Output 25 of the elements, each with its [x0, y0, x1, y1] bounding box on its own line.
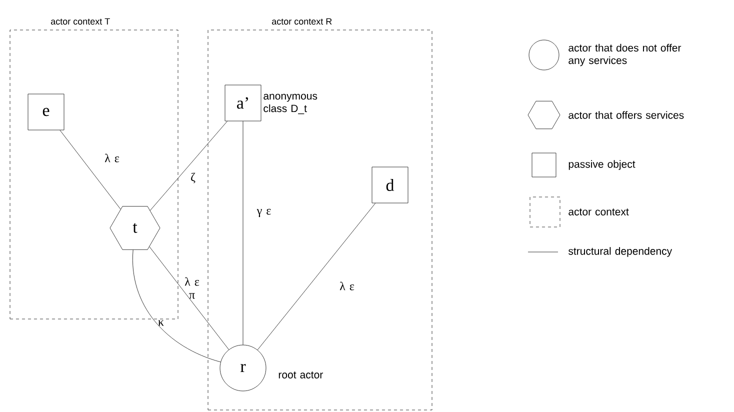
edge-label: κ: [158, 320, 164, 326]
passive-object-box: d: [372, 166, 408, 204]
edge-label: λ ε: [340, 282, 354, 290]
connector-line: [242, 121, 244, 345]
node-caption: root actor: [278, 372, 323, 378]
legend-text: structural dependency: [568, 247, 672, 257]
connector-line: [132, 250, 221, 362]
connector-line: [149, 246, 230, 350]
node-caption: anonymous class D_t: [264, 94, 318, 114]
edge-label: λ ε π: [184, 277, 200, 299]
node-label: actor context R: [272, 18, 332, 25]
service-actor-hexagon: t: [110, 206, 160, 250]
connector-line: [257, 203, 376, 350]
legend-text: actor that offers services: [568, 111, 684, 119]
passive-object-box: e: [28, 94, 64, 130]
legend-text: passive object: [568, 160, 636, 170]
passive-object-box: a’: [224, 84, 262, 122]
connector-line: [150, 121, 228, 211]
legend-text: actor context: [568, 208, 629, 216]
node-label: actor context T: [50, 18, 110, 25]
legend-text: actor that does not offer any services: [568, 44, 682, 66]
edge-label: λ ε: [104, 154, 120, 162]
connector-line: [60, 130, 121, 210]
edge-label: γ ε: [256, 208, 271, 218]
edge-label: ζ: [191, 172, 196, 184]
